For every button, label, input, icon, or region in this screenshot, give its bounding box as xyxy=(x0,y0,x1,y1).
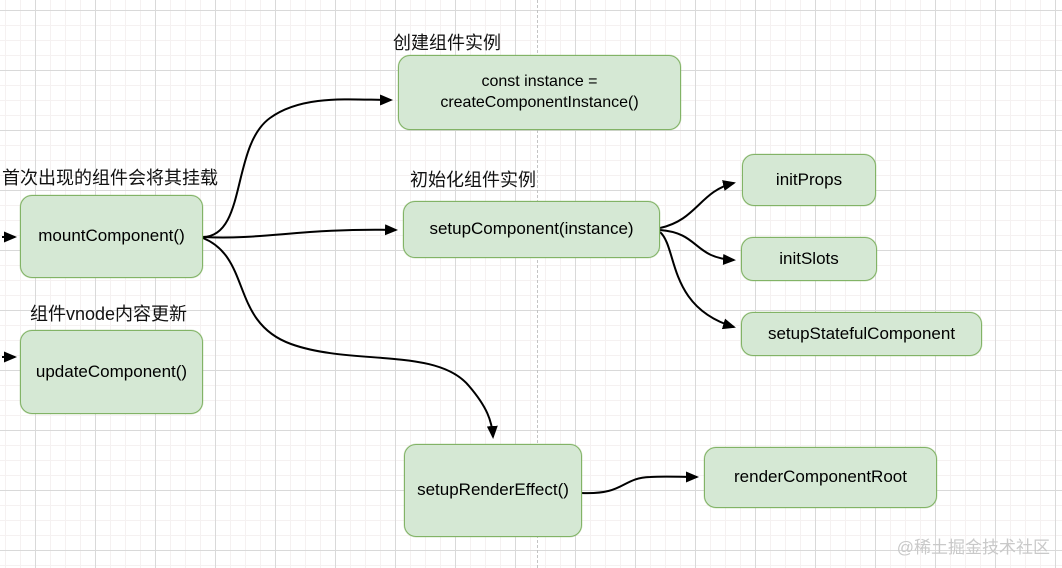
node-create-component-instance-line2: createComponentInstance() xyxy=(440,93,639,111)
node-setup-render-effect: setupRenderEffect() xyxy=(404,444,582,537)
watermark-text: @稀土掘金技术社区 xyxy=(896,538,1050,557)
annotation-vnode-update: 组件vnode内容更新 xyxy=(30,304,188,324)
connector-setup-to-init-props xyxy=(659,180,736,229)
connector-mount-to-create-instance xyxy=(202,94,393,238)
node-update-component: updateComponent() xyxy=(20,330,203,414)
page-divider-dashed-line xyxy=(537,0,538,568)
node-render-component-root: renderComponentRoot xyxy=(704,447,937,508)
node-setup-component: setupComponent(instance) xyxy=(403,201,660,258)
node-setup-stateful-component: setupStatefulComponent xyxy=(741,312,982,356)
node-create-component-instance: const instance = createComponentInstance… xyxy=(398,55,681,130)
connector-setup-to-init-slots xyxy=(659,229,736,265)
node-init-props: initProps xyxy=(742,154,876,206)
connector-setup-to-setup-stateful xyxy=(659,231,736,330)
node-create-component-instance-line1: const instance = xyxy=(481,72,598,90)
node-mount-component: mountComponent() xyxy=(20,195,203,278)
annotation-first-mount: 首次出现的组件会将其挂载 xyxy=(2,168,218,188)
annotation-init-instance: 初始化组件实例 xyxy=(410,170,536,190)
connector-mount-to-setup-render-effect xyxy=(202,237,498,439)
connector-mount-to-setup-component xyxy=(202,224,398,239)
annotation-create-instance: 创建组件实例 xyxy=(393,33,501,53)
connector-render-effect-to-component-root xyxy=(580,471,699,495)
node-init-slots: initSlots xyxy=(741,237,877,281)
